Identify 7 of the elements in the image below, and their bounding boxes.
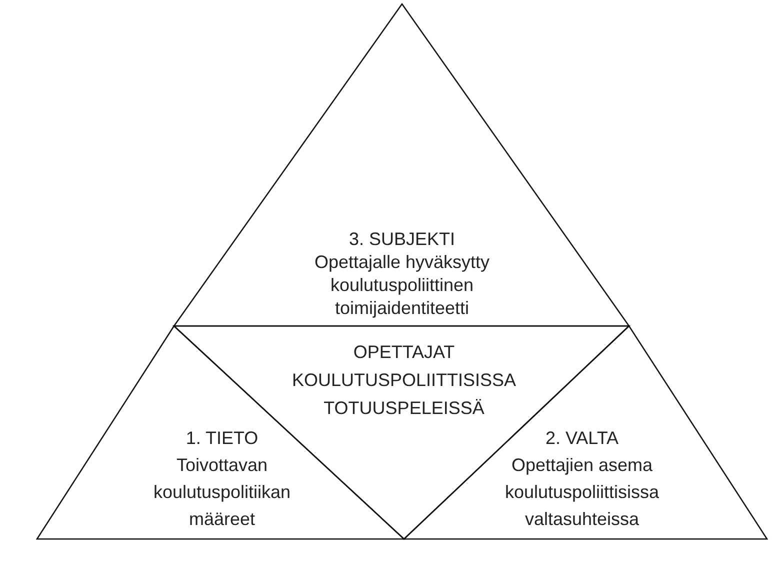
section-heading: 1. TIETO: [184, 427, 260, 450]
section-description: Opettajalle hyväksytty koulutuspoliittinen toimijaidentiteetti: [313, 251, 491, 320]
center-title: OPETTAJAT KOULUTUSPOLIITTISISSA TOTUUSPELEISSÄ: [290, 341, 518, 420]
section-heading: 2. VALTA: [544, 427, 620, 450]
section-description: Opettajien asema koulutuspoliittisissa valtasuhteissa: [504, 454, 660, 531]
section-description: Toivottavan koulutuspolitiikan määreet: [152, 454, 292, 531]
section-heading: 3. SUBJEKTI: [348, 228, 456, 251]
